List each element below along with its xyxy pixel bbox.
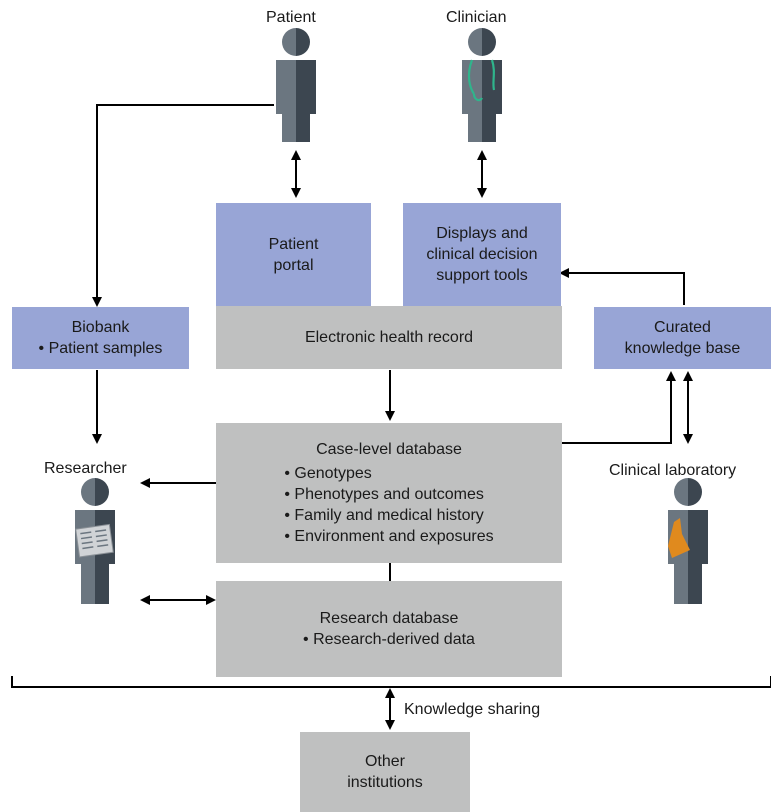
patient-portal-box: Patient portal <box>216 203 371 306</box>
document-icon <box>75 523 114 558</box>
researcher-figure <box>75 478 115 604</box>
clinician-figure <box>462 28 502 142</box>
case-db-title: Case-level database <box>316 441 462 458</box>
arrow-patient-biobank <box>92 104 274 307</box>
displays-line-1: Displays and <box>436 225 528 242</box>
clinical-lab-label: Clinical laboratory <box>609 462 737 479</box>
displays-box: Displays and clinical decision support t… <box>403 203 561 306</box>
arrow-kb-displays <box>559 268 685 305</box>
research-db-items: Research-derived data <box>303 629 475 650</box>
case-db-items: Genotypes Phenotypes and outcomes Family… <box>284 463 493 547</box>
patient-label: Patient <box>266 9 316 26</box>
knowledge-sharing-bracket <box>11 676 771 688</box>
displays-line-2: clinical decision <box>426 246 538 263</box>
displays-line-3: support tools <box>436 267 528 284</box>
clinician-label: Clinician <box>446 9 507 26</box>
case-db-item: Family and medical history <box>284 505 493 526</box>
ehr-label: Electronic health record <box>304 329 474 346</box>
other-institutions-box: Other institutions <box>300 732 470 812</box>
connectors <box>11 104 771 730</box>
patient-portal-line-1: Patient <box>268 235 319 253</box>
other-institutions-line-2: institutions <box>347 774 423 791</box>
researcher-label: Researcher <box>44 460 127 477</box>
curated-kb-line-2: knowledge base <box>624 340 741 357</box>
research-db-title: Research database <box>319 610 459 627</box>
research-db-item: Research-derived data <box>303 629 475 650</box>
ehr-box: Electronic health record <box>216 306 562 369</box>
case-db-item: Genotypes <box>284 463 493 484</box>
curated-kb-line-1: Curated <box>654 319 711 336</box>
knowledge-sharing-label: Knowledge sharing <box>404 701 541 718</box>
case-db-box: Case-level database Genotypes Phenotypes… <box>216 423 562 563</box>
research-db-box: Research database Research-derived data <box>216 581 562 677</box>
arrow-casedb-kb <box>562 371 676 444</box>
other-institutions-line-1: Other <box>364 753 405 770</box>
flask-icon <box>668 518 690 558</box>
clinical-lab-figure <box>668 478 708 604</box>
biobank-items: Patient samples <box>39 338 163 359</box>
stethoscope-icon <box>467 59 496 102</box>
curated-kb-box: Curated knowledge base <box>594 307 771 369</box>
biobank-title: Biobank <box>71 319 130 336</box>
biobank-box: Biobank Patient samples <box>12 307 189 369</box>
patient-figure <box>276 28 316 142</box>
case-db-item: Phenotypes and outcomes <box>284 484 493 505</box>
case-db-item: Environment and exposures <box>284 526 493 547</box>
biobank-item: Patient samples <box>39 338 163 359</box>
patient-portal-line-2: portal <box>273 256 314 274</box>
